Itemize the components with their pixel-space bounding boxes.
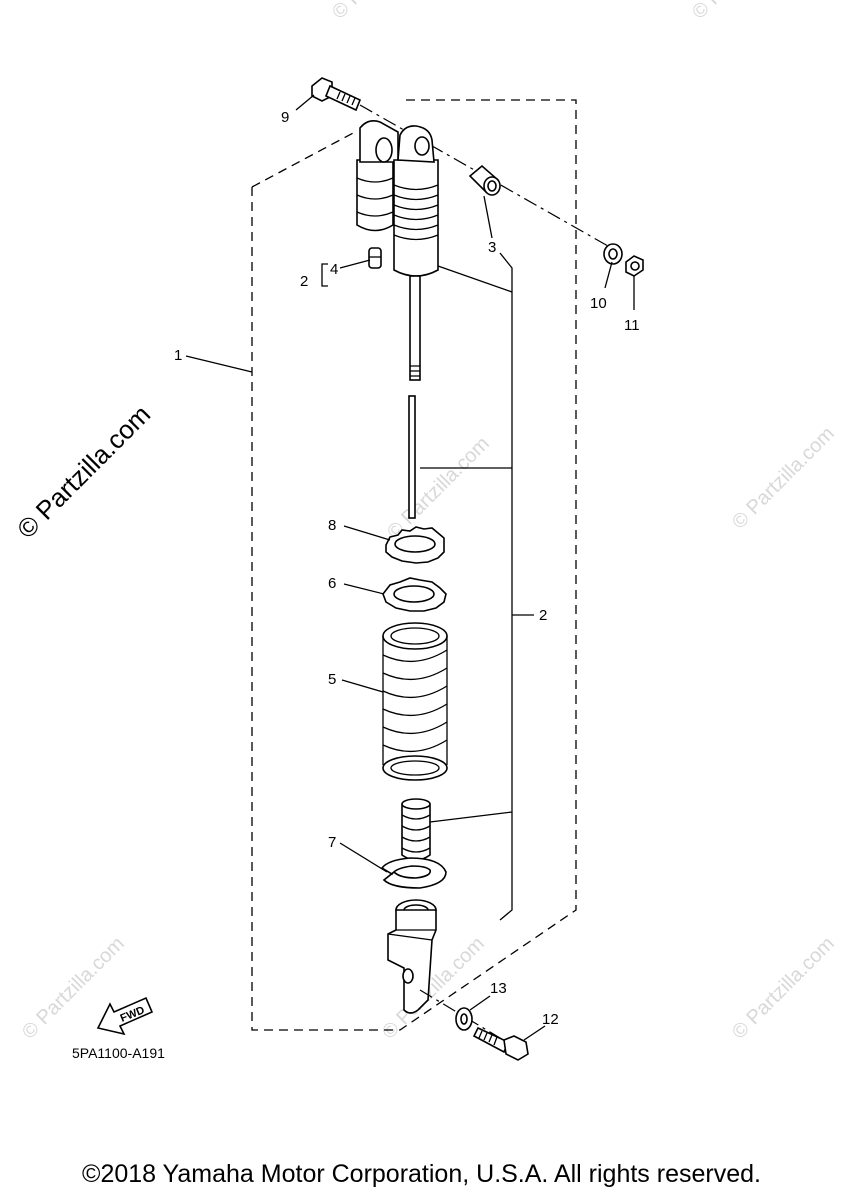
watermark-faint: © Partzilla.com: [728, 423, 839, 534]
washer-part-13: [455, 1007, 473, 1031]
fwd-arrow-icon: FWD: [96, 996, 154, 1036]
nut-part-11: [625, 255, 644, 277]
callout-10: 10: [590, 295, 607, 312]
watermark-faint: © Partzilla.com: [728, 933, 839, 1044]
watermark-faint: © Partzilla.com: [328, 0, 439, 24]
copyright-notice: ©2018 Yamaha Motor Corporation, U.S.A. A…: [82, 1160, 761, 1188]
callout-1: 1: [174, 347, 182, 364]
callout-4: 4: [330, 261, 338, 278]
callout-12: 12: [542, 1011, 559, 1028]
bump-stop: [401, 798, 431, 861]
adjuster-ring-part-6: [382, 577, 447, 612]
leader-lines: [185, 94, 635, 1041]
valve-cap-part-4: [368, 247, 382, 269]
diagram-code: 5PA1100-A191: [72, 1045, 165, 1061]
callout-9: 9: [281, 109, 289, 126]
watermark-faint: © Partzilla.com: [383, 433, 494, 544]
washer-part-10: [603, 243, 623, 265]
callout-2-left: 2: [300, 273, 308, 290]
bolt-part-12: [472, 1026, 529, 1061]
callout-7: 7: [328, 834, 336, 851]
lock-ring-part-8: [385, 526, 445, 564]
bushing-part-3: [468, 164, 501, 196]
callout-13: 13: [490, 980, 507, 997]
callout-11: 11: [624, 317, 640, 334]
callout-8: 8: [328, 517, 336, 534]
push-rod: [408, 395, 416, 519]
subassembly-bracket: [420, 252, 513, 921]
spring-seat-part-7: [380, 857, 447, 889]
assembly-boundary: [251, 99, 577, 1031]
watermark-faint: © Partzilla.com: [0, 0, 59, 24]
callout-3: 3: [488, 239, 496, 256]
shock-absorber-part-2: [356, 120, 439, 381]
callout-2-right: 2: [539, 607, 547, 624]
watermark-faint: © Partzilla.com: [688, 0, 799, 24]
bolt-part-9: [311, 77, 362, 112]
watermark-main: © Partzilla.com: [11, 399, 156, 544]
spring-part-5: [382, 622, 448, 781]
callout-5: 5: [328, 671, 336, 688]
lower-clevis: [387, 899, 437, 1014]
parts-diagram: © Partzilla.com © Partzilla.com © Partzi…: [0, 0, 839, 1061]
callout-6: 6: [328, 575, 336, 592]
